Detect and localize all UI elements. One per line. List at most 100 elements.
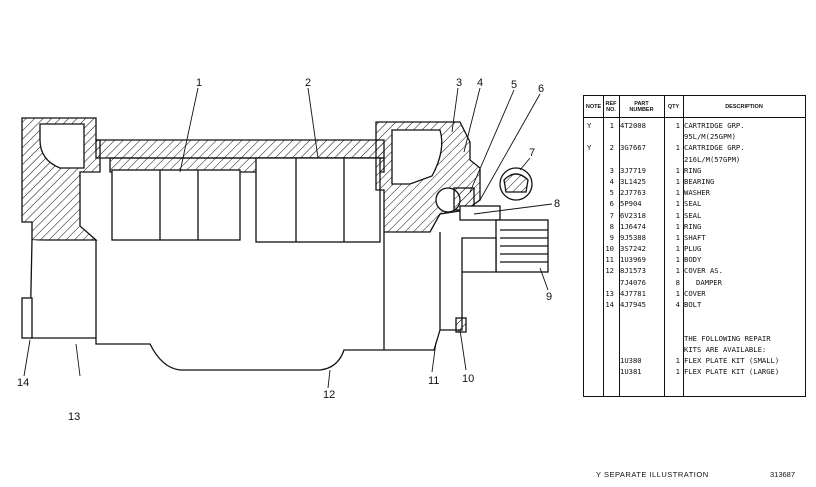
cartridge-2-block xyxy=(255,157,381,243)
cell-qty: 1 xyxy=(675,188,680,198)
table-row: 216L/M(57GPM) xyxy=(584,154,805,165)
table-row: 12 8J1573 1 COVER AS. xyxy=(584,265,805,276)
cell-part: 4T2008 xyxy=(620,121,646,130)
cell-ref: 10 xyxy=(605,244,614,254)
cell-qty: 1 xyxy=(675,199,680,209)
cell-desc: FLEX PLATE KIT (LARGE) xyxy=(684,367,780,377)
cell-ref: 4 xyxy=(609,176,614,186)
cell-desc: 95L/M(25GPM) xyxy=(684,132,736,142)
cell-part: 1J6474 xyxy=(620,221,646,231)
cell-desc: SHAFT xyxy=(684,232,706,242)
cell-desc: WASHER xyxy=(684,188,710,198)
callout-14: 14 xyxy=(17,377,29,389)
cell-desc: KITS ARE AVAILABLE: xyxy=(684,344,767,354)
cell-part: 3S7242 xyxy=(620,244,646,254)
table-row: 13 4J7781 1 COVER xyxy=(584,288,805,299)
cell-qty: 8 xyxy=(675,277,680,287)
cell-desc: COVER xyxy=(684,288,706,298)
cell-desc: RING xyxy=(684,165,702,175)
callout-1: 1 xyxy=(196,77,202,89)
cell-qty: 1 xyxy=(675,165,680,175)
cell-part: 3G7667 xyxy=(620,143,646,153)
cell-part: 6V2318 xyxy=(620,210,646,220)
callout-4: 4 xyxy=(477,77,483,89)
cell-desc: FLEX PLATE KIT (SMALL) xyxy=(684,355,780,365)
callout-9: 9 xyxy=(546,291,552,303)
cell-desc: SEAL xyxy=(684,199,702,209)
callout-10: 10 xyxy=(462,373,474,385)
header-description: DESCRIPTION xyxy=(725,104,763,110)
header-part-number: PART NUMBER xyxy=(629,101,654,113)
cell-ref: 6 xyxy=(609,199,614,209)
callout-5: 5 xyxy=(511,79,517,91)
callout-3: 3 xyxy=(456,77,462,89)
table-row: 7J4076 8 DAMPER xyxy=(584,277,805,288)
document-number: 313687 xyxy=(770,470,796,479)
table-row: 9 9J5388 1 SHAFT xyxy=(584,232,805,243)
cell-part: 8J1573 xyxy=(620,266,646,276)
cell-qty: 4 xyxy=(675,300,680,309)
cover-bolt-head xyxy=(21,297,33,339)
cell-qty: 1 xyxy=(675,244,680,254)
cell-desc: PLUG xyxy=(684,244,702,254)
cell-part: 5P904 xyxy=(620,199,642,209)
table-header: NOTE REF NO. PART NUMBER QTY DESCRIPTION xyxy=(584,96,805,118)
pump-body-outline xyxy=(29,237,497,371)
cell-part: 1U380 xyxy=(620,355,642,365)
cell-part: 4J7945 xyxy=(620,300,646,309)
cell-ref: 11 xyxy=(605,255,614,265)
header-qty: QTY xyxy=(667,104,680,110)
parts-list-table: NOTE REF NO. PART NUMBER QTY DESCRIPTION… xyxy=(583,95,806,397)
callout-7: 7 xyxy=(529,147,535,159)
table-row: THE FOLLOWING REPAIR xyxy=(584,333,805,344)
cell-ref: 13 xyxy=(605,288,614,298)
table-row: 10 3S7242 1 PLUG xyxy=(584,243,805,254)
cell-note: Y xyxy=(587,121,592,130)
cell-part: 3L1425 xyxy=(620,176,646,186)
cell-part: 7J4076 xyxy=(620,277,646,287)
callout-6: 6 xyxy=(538,83,544,95)
cell-ref: 5 xyxy=(609,188,614,198)
right-housing-cavity xyxy=(391,129,443,185)
cartridge-1-block xyxy=(111,169,241,241)
cell-part: 9J5388 xyxy=(620,232,646,242)
cell-qty: 1 xyxy=(675,221,680,231)
table-row: KITS ARE AVAILABLE: xyxy=(584,344,805,355)
cell-desc: BEARING xyxy=(684,176,715,186)
cell-ref: 9 xyxy=(609,232,614,242)
cell-desc: 216L/M(57GPM) xyxy=(684,154,741,164)
cell-desc: CARTRIDGE GRP. xyxy=(684,143,745,153)
cell-part: 1U381 xyxy=(620,367,642,377)
body-shell-top xyxy=(95,139,385,159)
callout-12: 12 xyxy=(323,389,335,401)
cell-qty: 1 xyxy=(675,266,680,276)
cell-qty: 1 xyxy=(675,288,680,298)
table-row: 6 5P904 1 SEAL xyxy=(584,198,805,209)
cell-qty: 1 xyxy=(675,232,680,242)
cell-desc: RING xyxy=(684,221,702,231)
cell-ref: 12 xyxy=(605,266,614,276)
cell-part: 4J7781 xyxy=(620,288,646,298)
cell-qty: 1 xyxy=(675,176,680,186)
callout-8: 8 xyxy=(554,198,560,210)
left-housing-pocket xyxy=(39,123,85,169)
cell-note: Y xyxy=(587,143,592,153)
cell-desc: THE FOLLOWING REPAIR xyxy=(684,333,771,343)
cell-ref: 3 xyxy=(609,165,614,175)
cell-qty: 1 xyxy=(675,121,680,130)
cell-desc: SEAL xyxy=(684,210,702,220)
callout-11: 11 xyxy=(428,375,439,387)
cell-desc: DAMPER xyxy=(696,277,722,287)
table-row xyxy=(584,321,805,332)
table-row xyxy=(584,310,805,321)
cell-desc: COVER AS. xyxy=(684,266,723,276)
table-row: 95L/M(25GPM) xyxy=(584,131,805,142)
